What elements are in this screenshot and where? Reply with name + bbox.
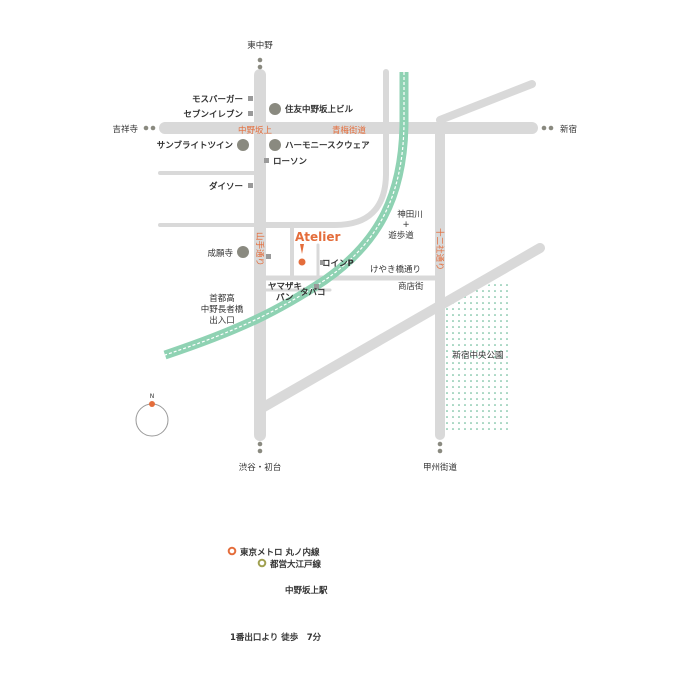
landmark-shinjuku-park: 新宿中央公園 (452, 350, 503, 361)
metro-line-icon (227, 546, 237, 556)
road-curve-north (257, 69, 389, 228)
compass-ring (135, 403, 169, 437)
compass: N (135, 393, 169, 437)
legend-station-name: 中野坂上駅 (285, 585, 328, 596)
road-label-keyaki-dori: けやき橋通り (370, 264, 421, 275)
direction-label-south-left: 渋谷・初台 (239, 462, 282, 473)
road-ome-kaido-east (436, 80, 536, 124)
landmark-tabako: タバコ (300, 287, 326, 298)
landmark-expressway-3: 出入口 (209, 315, 235, 326)
oedo-line-icon (257, 558, 267, 568)
legend-metro-line: 東京メトロ 丸ノ内線 (240, 547, 320, 558)
atelier-pointer (300, 244, 304, 254)
landmark-sumitomo-bldg: 住友中野坂上ビル (285, 104, 354, 115)
atelier-label: Atelier (295, 230, 341, 244)
landmark-expressway-1: 首都高 (209, 293, 235, 304)
direction-label-west: 吉祥寺 (112, 124, 138, 135)
landmark-seven-eleven: セブンイレブン (183, 109, 243, 120)
shinjuku-central-park-area (442, 280, 510, 430)
atelier-marker: Atelier (295, 230, 341, 266)
landmark-coin-parking: コインP (322, 259, 354, 269)
direction-markers (143, 57, 554, 454)
kanda-river (163, 72, 409, 360)
direction-label-north: 東中野 (247, 40, 273, 51)
road-diagonal-south (257, 243, 545, 413)
landmark-kandagawa-3: 遊歩道 (388, 230, 414, 241)
landmark-yamazaki-2: パン (276, 292, 294, 303)
compass-north-dot (149, 401, 155, 407)
landmark-daiso: ダイソー (209, 181, 243, 192)
landmark-markers (237, 96, 325, 289)
landmark-expressway-2: 中野長者橋 (201, 304, 244, 315)
landmark-harmony-square: ハーモニースクウェア (285, 140, 370, 151)
landmark-yamazaki-1: ヤマザキ (268, 282, 302, 292)
road-label-ome-kaido: 青梅街道 (332, 125, 367, 136)
legend: 東京メトロ 丸ノ内線 都営大江戸線 中野坂上駅 1番出口より 徒歩 7分 (227, 546, 328, 643)
landmark-kandagawa-1: 神田川 (397, 209, 423, 220)
landmark-shotengai: 商店街 (398, 281, 424, 292)
landmark-mos-burger: モスバーガー (192, 94, 243, 105)
compass-north-label: N (150, 393, 155, 400)
river-line-center (164, 72, 405, 356)
road-label-juniso-dori: 十二社通り (434, 228, 445, 271)
road-label-yamate-dori: 山手通り (254, 232, 265, 266)
road-label-nakano-sakaue: 中野坂上 (238, 125, 273, 136)
landmark-lawson: ローソン (273, 157, 308, 167)
legend-walk-time: 1番出口より 徒歩 7分 (230, 632, 322, 643)
landmark-jouganji: 成願寺 (207, 248, 233, 259)
legend-oedo-line: 都営大江戸線 (269, 559, 322, 570)
direction-label-south-right: 甲州街道 (423, 462, 458, 473)
atelier-location-dot (298, 258, 306, 266)
landmark-sunbright-twin: サンブライトツイン (157, 140, 234, 151)
direction-label-east: 新宿 (560, 124, 577, 135)
landmark-kandagawa-2: + (402, 220, 409, 230)
